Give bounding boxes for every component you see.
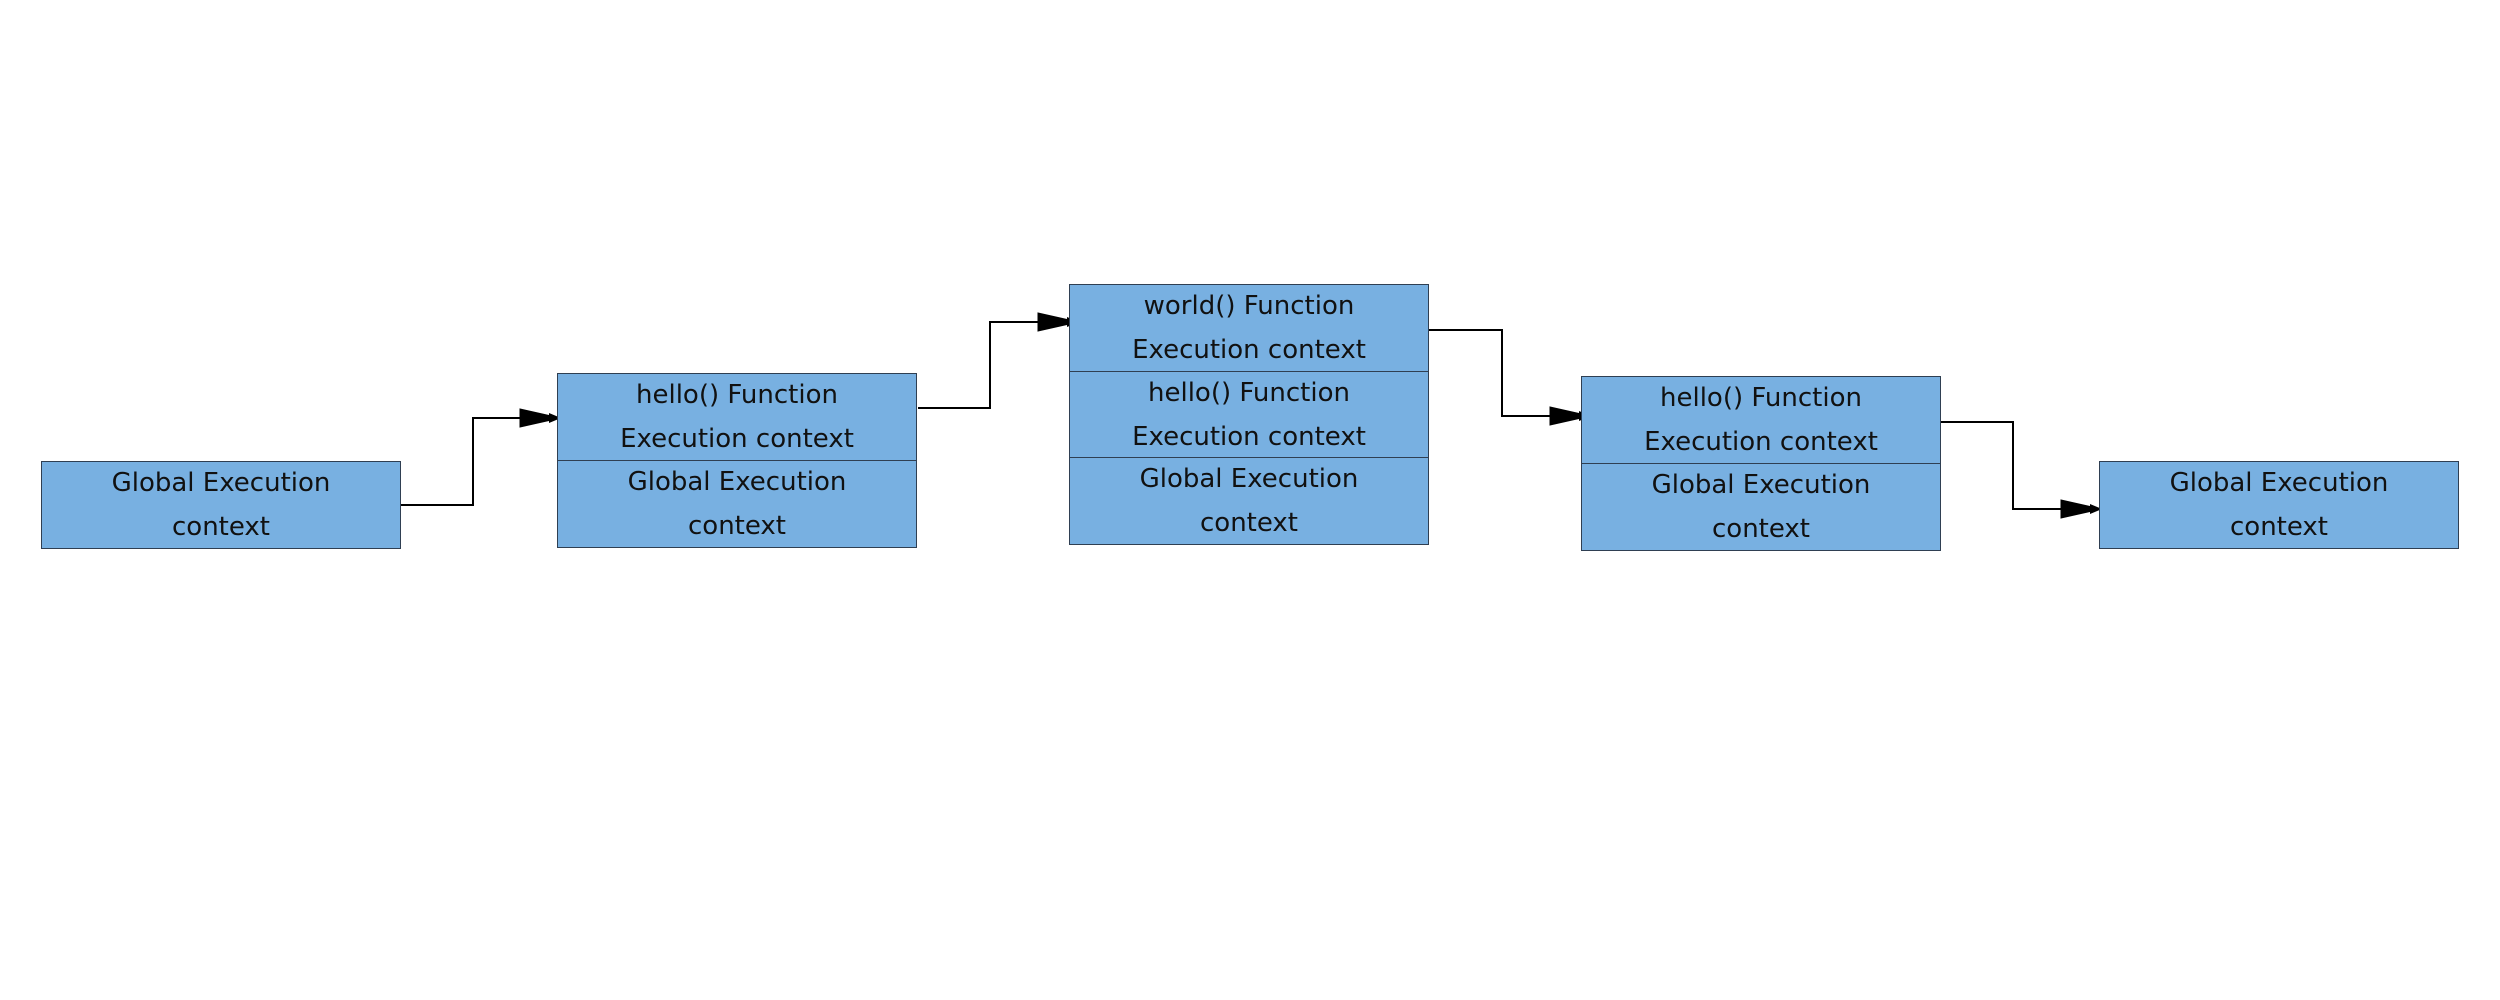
frame-line-1: Global Execution — [627, 466, 847, 497]
frame-line-1: hello() Function — [1148, 377, 1350, 408]
execution-context-frame: Global Execution context — [41, 461, 401, 549]
frame-line-1: Global Execution — [1139, 464, 1359, 494]
frame-line-2: context — [2230, 512, 2328, 542]
execution-context-frame: Global Execution context — [1069, 457, 1429, 545]
execution-context-frame: hello() Function Execution context — [557, 373, 917, 461]
arrow-connector-4 — [1940, 421, 2102, 514]
call-stack-2: hello() Function Execution context Globa… — [557, 373, 917, 548]
execution-context-frame: Global Execution context — [557, 459, 917, 548]
execution-context-frame: Global Execution context — [2099, 461, 2459, 549]
frame-line-1: Global Execution — [111, 468, 331, 498]
frame-line-1: hello() Function — [1660, 383, 1862, 413]
call-stack-1: Global Execution context — [41, 461, 401, 549]
frame-line-2: Execution context — [620, 424, 854, 454]
frame-line-2: Execution context — [1132, 421, 1366, 452]
execution-context-frame: hello() Function Execution context — [1581, 376, 1941, 464]
arrow-connector-2 — [918, 317, 1079, 409]
call-stack-3: world() Function Execution context hello… — [1069, 284, 1429, 545]
call-stack-4: hello() Function Execution context Globa… — [1581, 376, 1941, 551]
arrow-connector-3 — [1429, 329, 1591, 421]
execution-context-frame: hello() Function Execution context — [1069, 370, 1429, 459]
frame-line-2: Execution context — [1644, 427, 1878, 457]
arrow-connector-1 — [401, 413, 561, 506]
frame-line-1: Global Execution — [1651, 469, 1871, 500]
frame-line-2: context — [172, 512, 270, 542]
frame-line-2: context — [688, 510, 786, 541]
execution-context-frame: Global Execution context — [1581, 462, 1941, 551]
frame-line-1: world() Function — [1143, 291, 1355, 321]
frame-line-2: context — [1712, 513, 1810, 544]
frame-line-2: Execution context — [1132, 335, 1366, 365]
execution-context-frame: world() Function Execution context — [1069, 284, 1429, 372]
frame-line-1: hello() Function — [636, 380, 838, 410]
frame-line-2: context — [1200, 508, 1298, 538]
call-stack-5: Global Execution context — [2099, 461, 2459, 549]
frame-line-1: Global Execution — [2169, 468, 2389, 498]
